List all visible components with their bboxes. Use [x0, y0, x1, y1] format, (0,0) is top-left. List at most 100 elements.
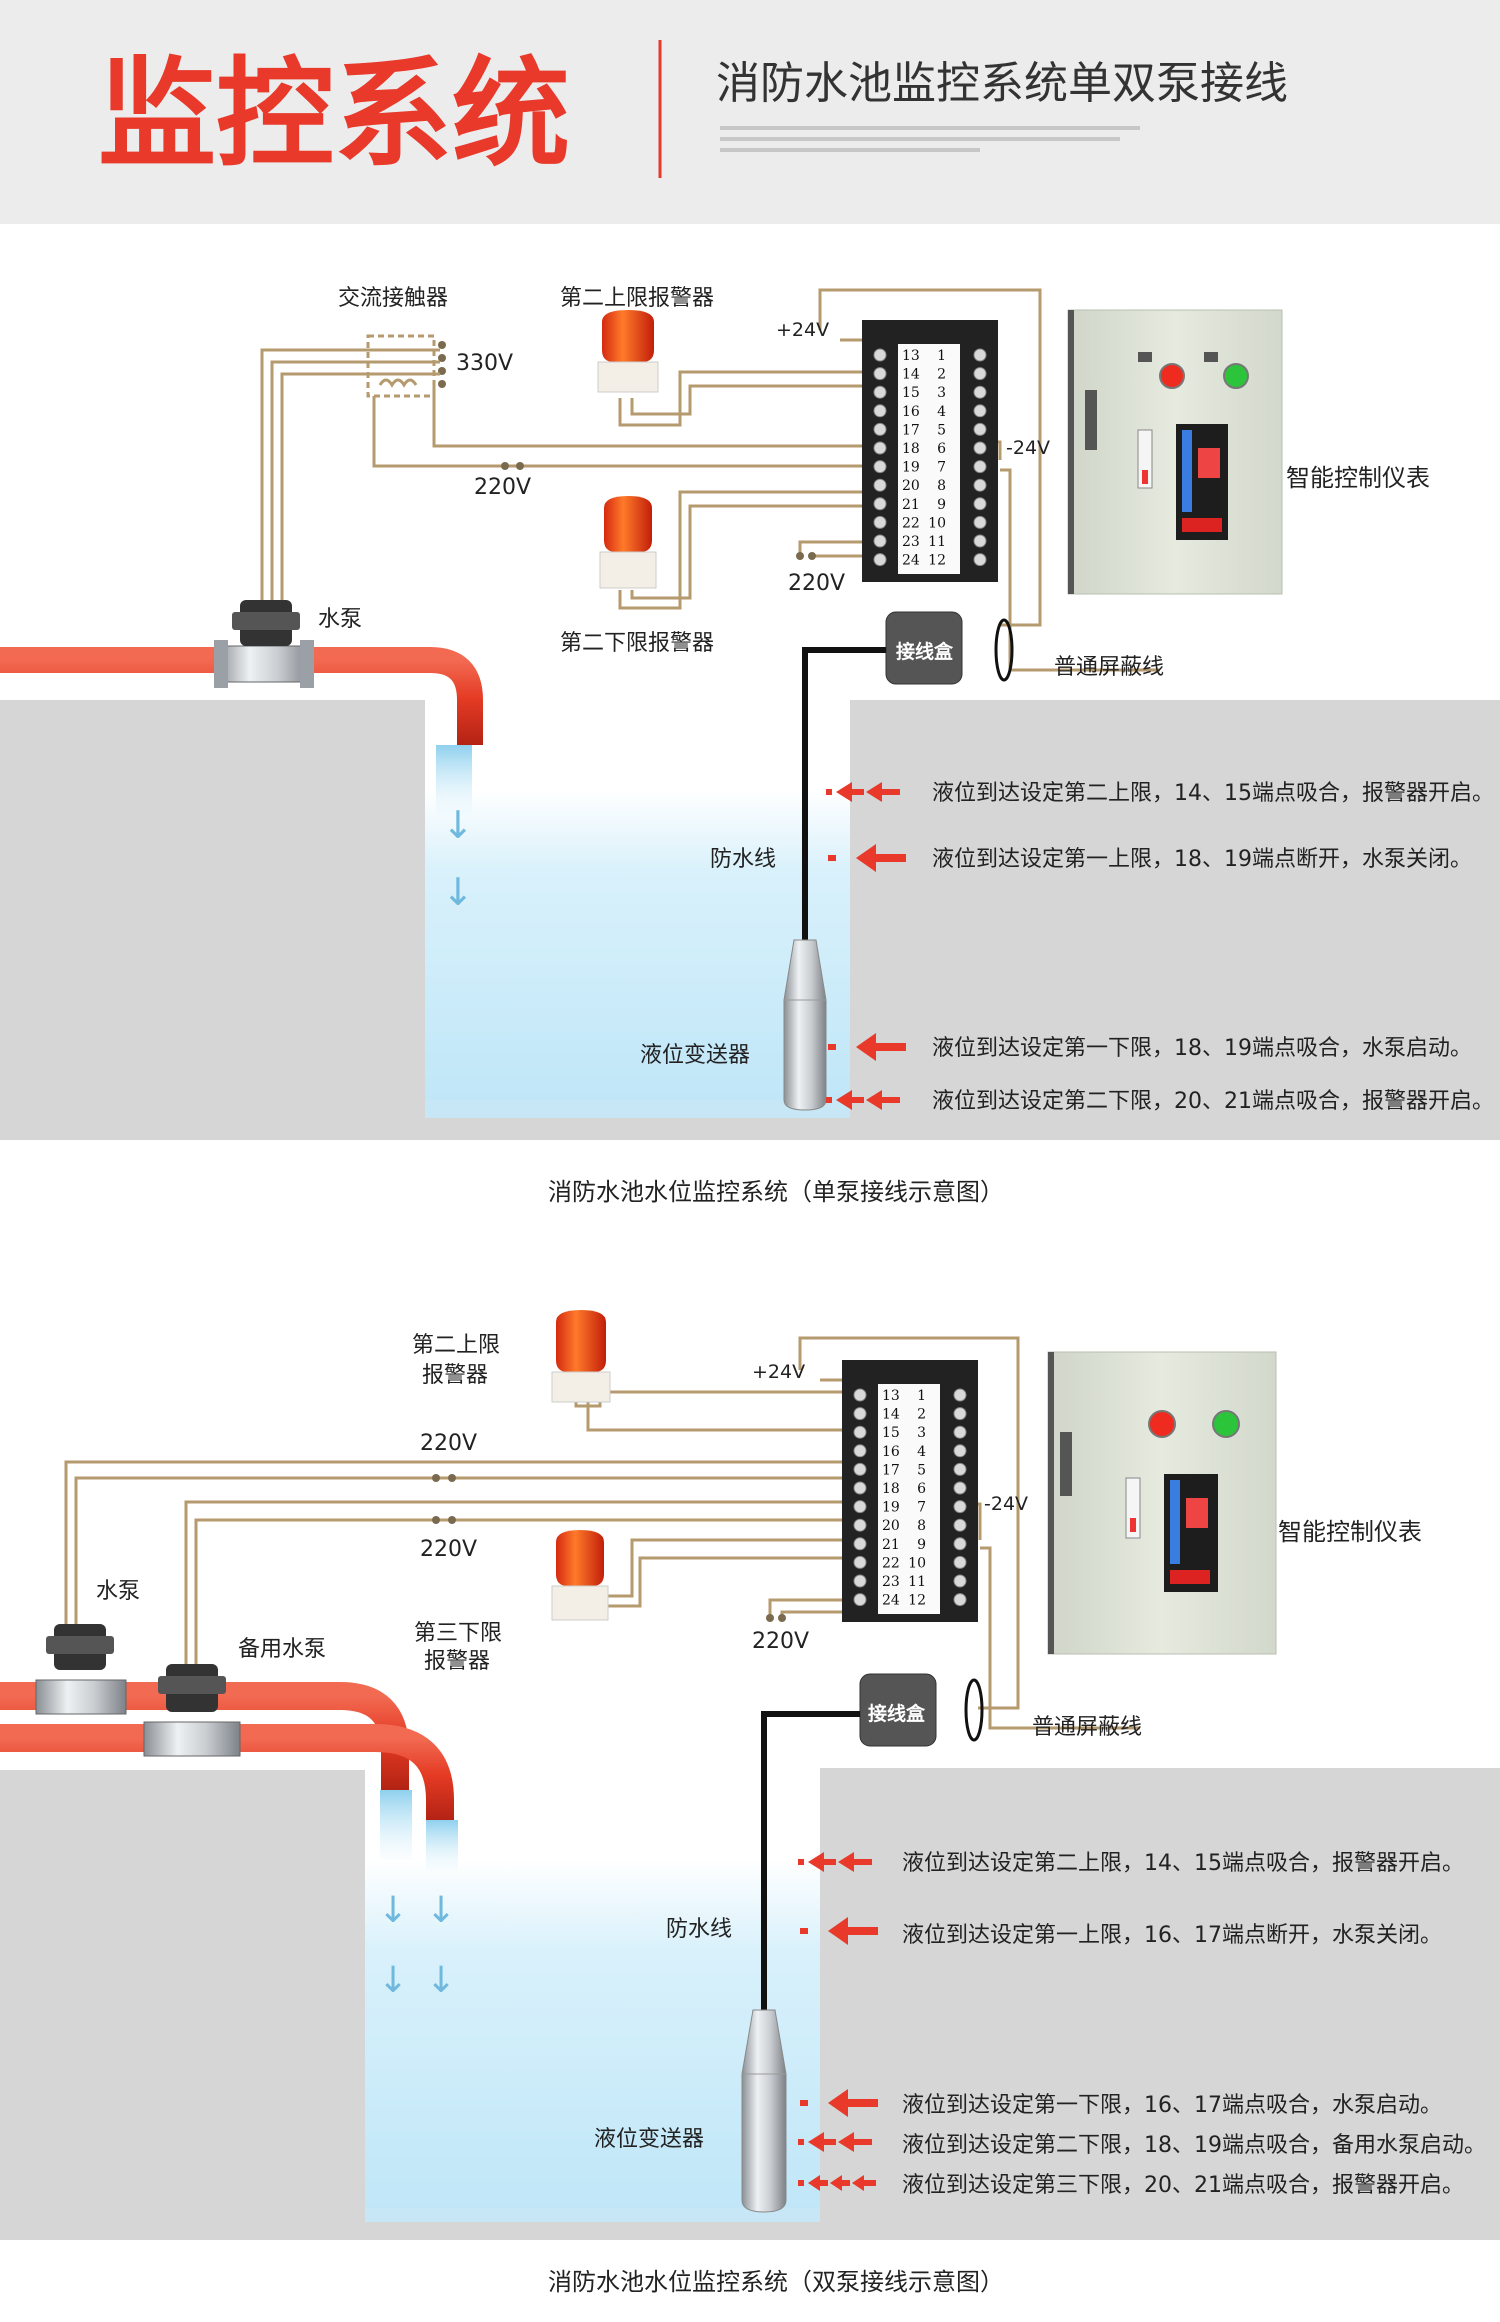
voltage-220-a: 220V: [420, 1431, 477, 1456]
level-transmitter: [741, 2009, 787, 2213]
terminal-screw: [853, 1500, 867, 1514]
terminal-number: 19: [902, 460, 920, 476]
terminal-number: 9: [917, 1537, 926, 1553]
terminal-screw: [873, 422, 887, 436]
terminal-number: 6: [917, 1481, 926, 1497]
terminal-number: 10: [928, 515, 946, 531]
terminal-screw: [973, 404, 987, 418]
terminal-number: 5: [937, 422, 946, 438]
terminal-screw: [873, 478, 887, 492]
terminal-screw: [873, 367, 887, 381]
terminal-number: 21: [882, 1537, 900, 1553]
terminal-screw: [953, 1555, 967, 1569]
annotation-4: 液位到达设定第二下限，20、21端点吸合，报警器开启。: [932, 1089, 1494, 1114]
waterproof-cable: [802, 647, 886, 940]
junction-box: [859, 1673, 984, 1747]
voltage-220-b: 220V: [420, 1537, 477, 1562]
terminal-screw: [853, 1407, 867, 1421]
terminal-number: 9: [937, 497, 946, 513]
terminal-number: 16: [902, 404, 920, 420]
terminal-number: 10: [908, 1555, 926, 1571]
single-caption: 消防水池水位监控系统（单泵接线示意图）: [548, 1178, 1004, 1206]
terminal-screw: [873, 441, 887, 455]
terminal-screw: [973, 422, 987, 436]
controller-cabinet: [1047, 1351, 1277, 1655]
terminal-number: 19: [882, 1500, 900, 1516]
terminal-screw: [873, 404, 887, 418]
terminal-screw: [953, 1388, 967, 1402]
wire-switches: [432, 1474, 786, 1622]
terminal-number: 15: [882, 1425, 900, 1441]
flow-arrows: ↓ ↓ ↓ ↓: [378, 1890, 456, 2001]
terminal-number: 24: [902, 553, 920, 569]
terminal-screw: [953, 1462, 967, 1476]
minus-24v-label: -24V: [1006, 437, 1050, 459]
annotation-1: 液位到达设定第二上限，14、15端点吸合，报警器开启。: [932, 781, 1494, 806]
double-pump-section: ↓ ↓ ↓ ↓ 水泵 备用水泵: [0, 1310, 1500, 2296]
terminal-number: 2: [937, 367, 946, 383]
transmitter-label: 液位变送器: [640, 1043, 750, 1068]
svg-text:↓: ↓: [378, 1890, 408, 1931]
terminal-screw: [953, 1444, 967, 1458]
plus-24v-label: +24V: [752, 1361, 805, 1383]
lower-alarm-beacon: [599, 496, 657, 589]
terminal-screw: [853, 1555, 867, 1569]
pipe-backup: [0, 1724, 454, 1820]
svg-text:↓: ↓: [426, 1960, 456, 2001]
shield-wire-label: 普通屏蔽线: [1054, 655, 1164, 680]
terminal-number: 8: [917, 1518, 926, 1534]
tank-left-wall: [0, 700, 425, 1140]
annotation-1: 液位到达设定第二上限，14、15端点吸合，报警器开启。: [902, 1851, 1464, 1876]
backup-pump-label: 备用水泵: [238, 1637, 326, 1662]
minus-24v-label: -24V: [984, 1493, 1028, 1515]
terminal-number: 8: [937, 478, 946, 494]
terminal-number: 1: [917, 1388, 926, 1404]
terminal-screw: [973, 478, 987, 492]
lower-alarm-label-1: 第三下限: [414, 1621, 502, 1646]
terminal-number: 23: [882, 1574, 900, 1590]
tank-left-wall: [0, 1770, 365, 2240]
terminal-number: 4: [937, 404, 946, 420]
header-fineprint: [720, 126, 1140, 152]
terminal-number: 3: [937, 385, 946, 401]
terminal-number: 18: [902, 441, 920, 457]
terminal-screw: [953, 1518, 967, 1532]
terminal-screw: [973, 460, 987, 474]
terminal-number: 17: [882, 1462, 900, 1478]
voltage-220-a: 220V: [474, 475, 531, 500]
lower-alarm-label: 第二下限报警器: [560, 631, 714, 656]
terminal-screw: [973, 385, 987, 399]
pump-label: 水泵: [96, 1579, 140, 1604]
annotation-3: 液位到达设定第一下限，16、17端点吸合，水泵启动。: [902, 2093, 1442, 2118]
annotation-arrows: [826, 782, 906, 1110]
svg-text:↓: ↓: [442, 803, 474, 847]
water-stream-2: [426, 1820, 458, 1870]
ac-contactor: [366, 334, 446, 398]
voltage-220-c: 220V: [752, 1629, 809, 1654]
annotation-3: 液位到达设定第一下限，18、19端点吸合，水泵启动。: [932, 1036, 1472, 1061]
terminal-number: 4: [917, 1444, 926, 1460]
terminal-number: 6: [937, 441, 946, 457]
terminal-number: 23: [902, 534, 920, 550]
annotation-2: 液位到达设定第一上限，16、17端点断开，水泵关闭。: [902, 1923, 1442, 1948]
terminal-screw: [853, 1537, 867, 1551]
terminal-screw: [873, 515, 887, 529]
terminal-screw: [953, 1593, 967, 1607]
terminal-number: 7: [917, 1500, 926, 1516]
terminal-screw: [973, 515, 987, 529]
wiring-single: [260, 288, 1160, 672]
level-transmitter: [783, 939, 827, 1111]
upper-alarm-beacon: [551, 1310, 611, 1403]
terminal-screw: [873, 348, 887, 362]
terminal-screw: [853, 1462, 867, 1476]
lower-alarm-label-2: 报警器: [424, 1649, 490, 1674]
terminal-screw: [973, 553, 987, 567]
terminal-screw: [873, 553, 887, 567]
terminal-screw: [973, 534, 987, 548]
terminal-screw: [973, 367, 987, 381]
upper-alarm-label-1: 第二上限: [412, 1333, 500, 1358]
terminal-screw: [953, 1481, 967, 1495]
